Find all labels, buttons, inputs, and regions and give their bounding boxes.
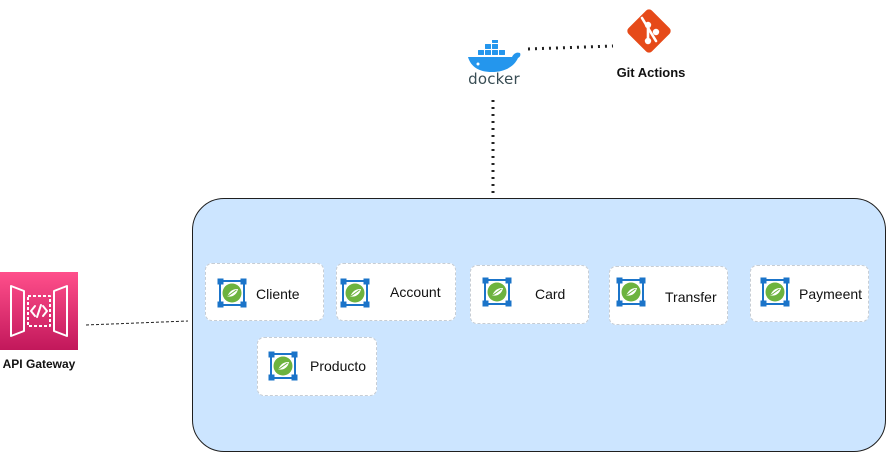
docker-to-git-connector	[527, 44, 614, 51]
spring-boot-icon	[616, 277, 646, 307]
service-cliente[interactable]: Cliente	[205, 263, 324, 321]
service-label-account: Account	[390, 284, 441, 300]
service-account[interactable]: Account	[336, 263, 456, 321]
docker-node[interactable]: docker	[462, 40, 526, 92]
service-producto[interactable]: Producto	[257, 337, 377, 396]
service-payment[interactable]: Paymeent	[750, 265, 869, 322]
git-actions-label: Git Actions	[616, 65, 686, 80]
spring-boot-icon	[482, 277, 512, 307]
service-card[interactable]: Card	[470, 265, 589, 324]
spring-boot-icon	[340, 278, 370, 308]
service-label-payment: Paymeent	[799, 286, 863, 302]
docker-wordmark: docker	[468, 70, 520, 88]
spring-boot-icon	[217, 278, 247, 308]
docker-whale-icon	[468, 40, 521, 72]
api-gateway-label: API Gateway	[2, 357, 76, 371]
service-label-cliente: Cliente	[256, 286, 300, 302]
git-branch-icon[interactable]	[626, 8, 672, 54]
gateway-to-cluster-connector	[85, 320, 189, 326]
microservices-cluster[interactable]	[192, 198, 886, 452]
spring-boot-icon	[268, 351, 298, 381]
spring-boot-icon	[760, 277, 790, 307]
service-label-producto: Producto	[310, 358, 367, 374]
service-label-transfer: Transfer	[665, 289, 717, 305]
api-gateway-icon[interactable]	[0, 272, 78, 350]
service-transfer[interactable]: Transfer	[609, 266, 728, 325]
service-label-card: Card	[535, 286, 566, 302]
